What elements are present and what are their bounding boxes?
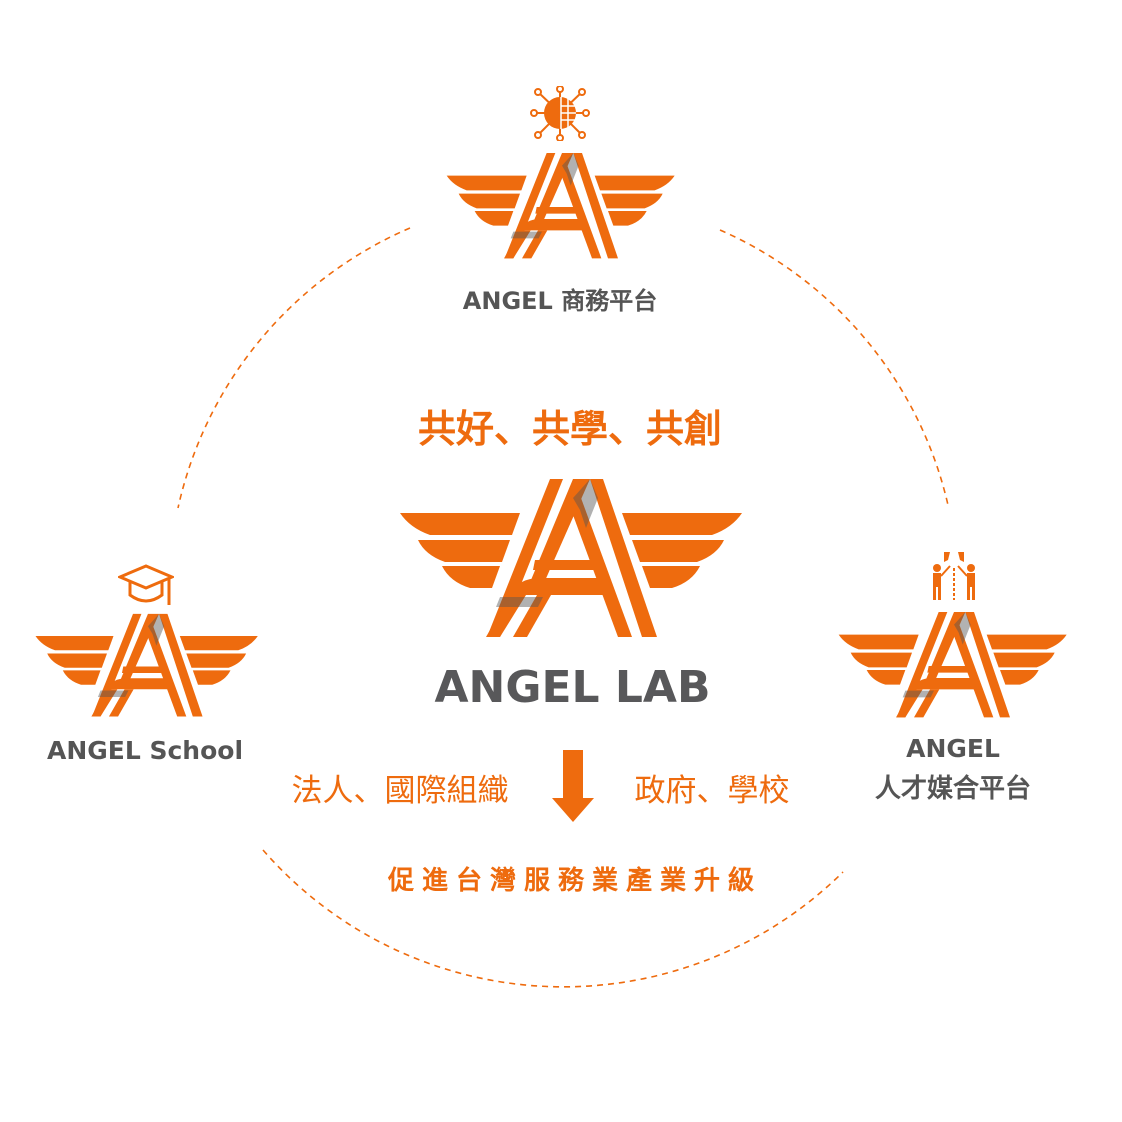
angel-logo-left (35, 613, 258, 717)
angel-lab-logo (400, 479, 742, 637)
angel-lab-title: ANGEL LAB (434, 662, 711, 713)
flow-result-text: 促進台灣服務業產業升級 (387, 866, 762, 896)
angel-logo-top (446, 153, 675, 259)
talent-label-line1: ANGEL (906, 734, 1000, 763)
graduation-cap-icon (118, 564, 174, 605)
business-platform-label: ANGEL 商務平台 (462, 287, 658, 315)
school-label: ANGEL School (46, 736, 244, 765)
slogan: 共好、共學、共創 (417, 407, 722, 451)
talent-label-line2: 人才媒合平台 (874, 774, 1031, 804)
people-icon (933, 552, 975, 600)
flow-left-text: 法人、國際組織 (291, 773, 509, 809)
flow-right-text: 政府、學校 (634, 773, 790, 809)
down-arrow-icon (552, 750, 594, 822)
globe-network-icon (530, 86, 590, 141)
angel-logo-right (838, 612, 1067, 718)
